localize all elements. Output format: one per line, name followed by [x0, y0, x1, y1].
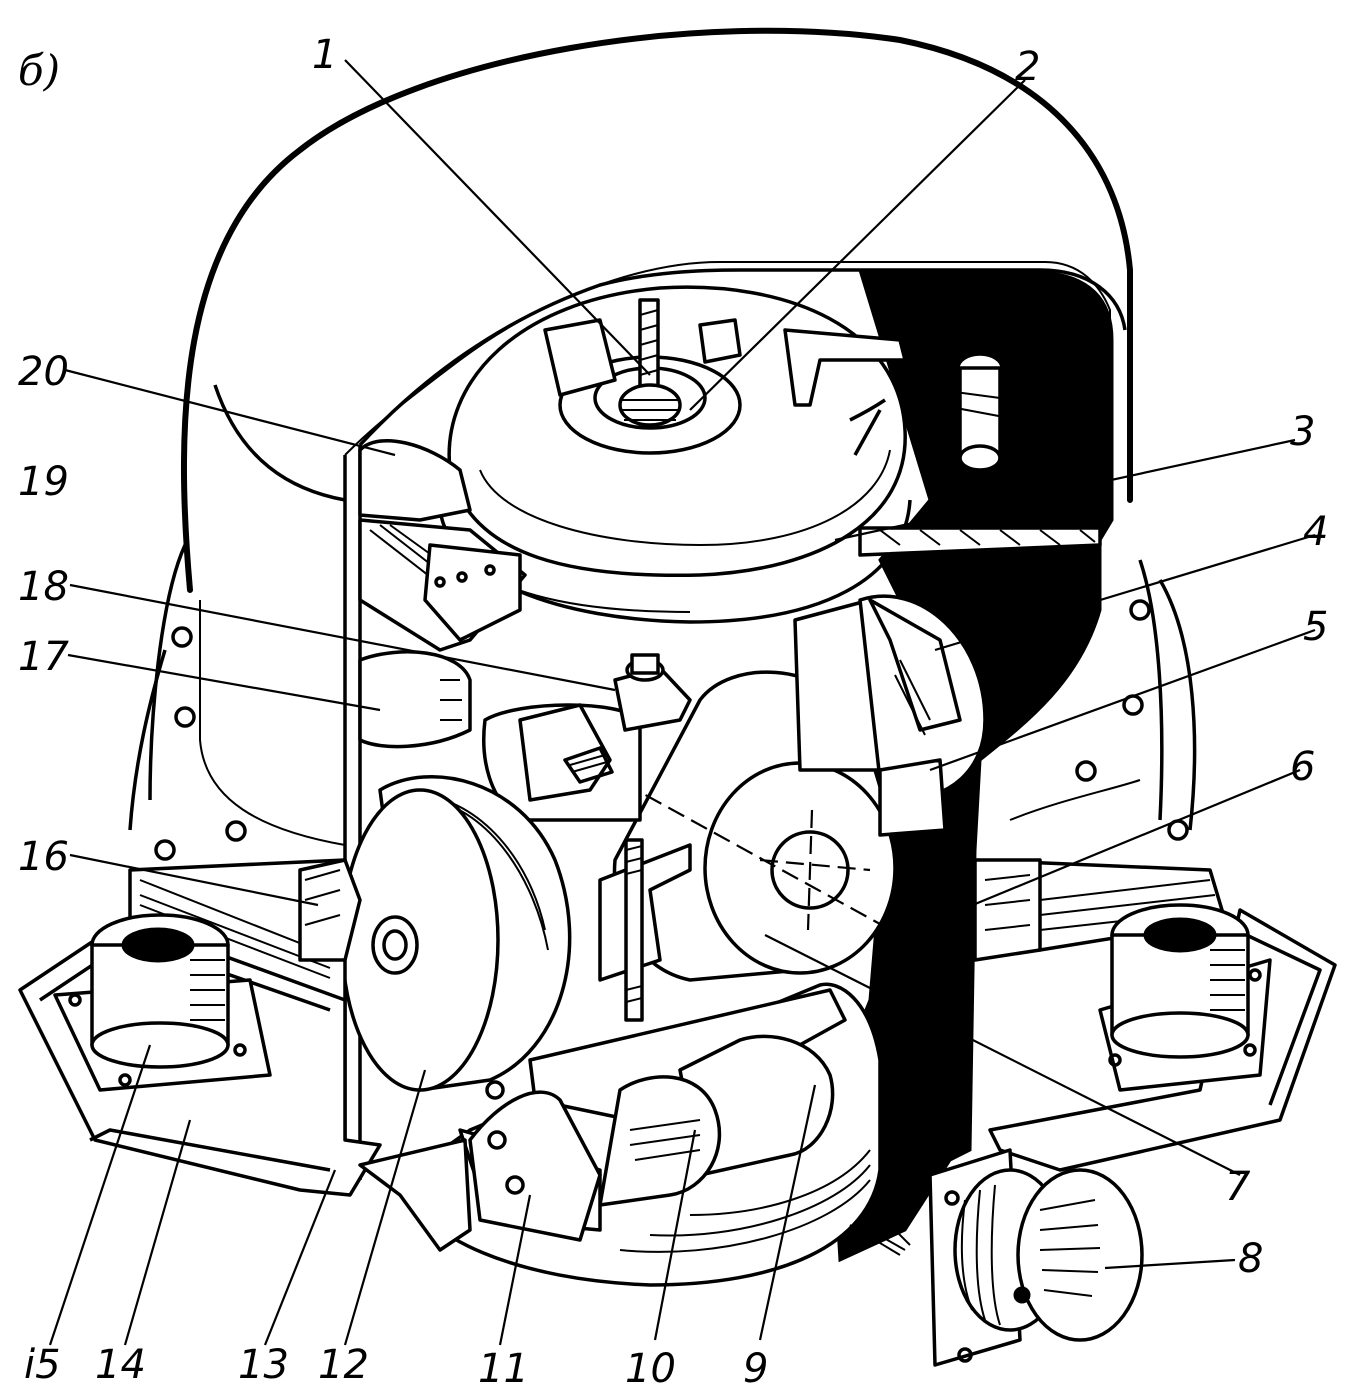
base-plate-left: [18, 913, 382, 1197]
upper-left-block: [358, 439, 527, 749]
panel-letter: б): [18, 46, 60, 95]
label-18: 18: [18, 564, 69, 610]
label-1: 1: [312, 32, 337, 78]
label-8: 8: [1238, 1236, 1263, 1282]
label-7: 7: [1225, 1164, 1251, 1210]
label-4: 4: [1303, 509, 1328, 555]
left-bracket: [128, 858, 362, 1002]
left-wheel: [340, 775, 572, 1092]
upper-right-terminal: [939, 352, 1021, 472]
leader-lines: [48, 59, 1316, 1346]
label-5: 5: [1303, 604, 1328, 650]
label-16: 16: [18, 834, 69, 880]
gimbal-clamp: [482, 653, 692, 1022]
label-15: і5: [24, 1342, 61, 1388]
label-12: 12: [318, 1342, 369, 1388]
label-10: 10: [625, 1346, 676, 1388]
label-17: 17: [18, 634, 69, 680]
label-6: 6: [1290, 744, 1315, 790]
part-labels: б) 1 2 3 4 5 6 7 8 9 10 11 12 13 14 і5 1…: [18, 32, 1328, 1388]
label-19: 19: [18, 459, 69, 505]
label-11: 11: [478, 1346, 529, 1388]
label-3: 3: [1290, 409, 1315, 455]
label-9: 9: [743, 1346, 768, 1388]
label-14: 14: [95, 1342, 146, 1388]
label-2: 2: [1015, 44, 1040, 90]
dome-housing: [181, 27, 1133, 1185]
electrical-connector: [928, 1148, 1144, 1367]
mid-shelf: [858, 526, 1102, 557]
top-disc-assembly: [438, 285, 912, 624]
label-13: 13: [238, 1342, 289, 1388]
base-plate-right: [988, 903, 1337, 1172]
label-20: 20: [18, 349, 69, 395]
lower-disc-assembly: [358, 982, 911, 1287]
